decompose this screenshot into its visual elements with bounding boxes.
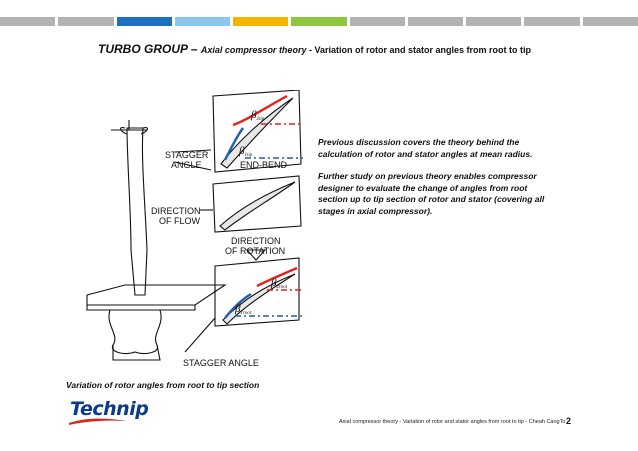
body-paragraph-1: Previous discussion covers the theory be… (318, 137, 533, 159)
beta-1root-line (224, 292, 252, 319)
label-stagger-top-2: ANGLE (171, 160, 202, 170)
label-direction-of-flow-2: OF FLOW (159, 216, 201, 226)
topbar-segment (233, 17, 289, 26)
root-airfoil (222, 273, 296, 325)
tip-section-card (212, 90, 302, 173)
title-main: TURBO GROUP – (98, 42, 201, 56)
body-text: Previous discussion covers the theory be… (318, 137, 558, 228)
slide-title: TURBO GROUP – Axial compressor theory - … (98, 40, 531, 58)
label-direction-of-rotation-2: OF ROTATION (225, 246, 285, 256)
svg-text:β2tip: β2tip (250, 109, 265, 122)
svg-text:β1tip: β1tip (238, 145, 253, 158)
topbar-segment (0, 17, 56, 26)
beta-2root-line (256, 266, 298, 288)
blade-diagram: STAGGER ANGLE END-BEND DIRECTION OF FLOW… (86, 90, 303, 368)
footer-text: Axial compressor theory - Variation of r… (339, 419, 566, 425)
beta-2root-symbol: β (270, 277, 277, 289)
label-direction-of-rotation-1: DIRECTION (231, 236, 281, 246)
topbar-segment (58, 17, 114, 26)
topbar-segment (349, 17, 405, 26)
tip-airfoil (220, 97, 294, 169)
blade-dovetail (108, 309, 162, 355)
beta-1tip-symbol: β (238, 145, 245, 157)
topbar-segment (291, 17, 347, 26)
title-rest: - Variation of rotor and stator angles f… (306, 45, 531, 55)
mid-airfoil (219, 181, 296, 231)
title-subject: Axial compressor theory (200, 45, 307, 55)
beta-2tip-symbol: β (250, 109, 257, 121)
mid-section-card (212, 175, 302, 233)
beta-2tip-subscript: 2tip (256, 117, 264, 122)
svg-text:β2root: β2root (270, 277, 288, 290)
stagger-arrow-bottom (184, 317, 216, 353)
root-section-card (214, 257, 300, 327)
blade-outline (126, 127, 148, 296)
beta-2root-subscript: 2root (276, 285, 287, 290)
topbar-segment (524, 17, 580, 26)
beta-2tip-line (232, 94, 288, 127)
stagger-arrow-top (174, 149, 212, 153)
svg-text:β1root: β1root (234, 303, 252, 316)
topbar-segment (466, 17, 522, 26)
rotation-arrow (245, 249, 267, 261)
topbar-segment (407, 17, 464, 26)
topbar-segment (582, 17, 638, 26)
label-end-bend: END-BEND (240, 160, 288, 170)
figure-caption: Variation of rotor angles from root to t… (66, 380, 260, 390)
topbar-segment (116, 17, 172, 26)
beta-1root-symbol: β (234, 303, 241, 315)
label-direction-of-flow-1: DIRECTION (151, 206, 201, 216)
label-stagger-top-1: STAGGER (165, 150, 209, 160)
topbar-segment (174, 17, 231, 26)
blade-platform (86, 284, 227, 306)
beta-1tip-subscript: 1tip (244, 153, 252, 158)
beta-1root-subscript: 1root (240, 311, 251, 316)
body-paragraph-2: Further study on previous theory enables… (318, 171, 545, 216)
beta-1tip-line (223, 127, 244, 161)
label-stagger-bottom: STAGGER ANGLE (183, 358, 259, 368)
technip-logo-swoosh (69, 418, 127, 425)
technip-logo-text: Technip (70, 398, 149, 420)
page-number: 2 (566, 416, 572, 426)
top-color-bar (0, 17, 638, 26)
